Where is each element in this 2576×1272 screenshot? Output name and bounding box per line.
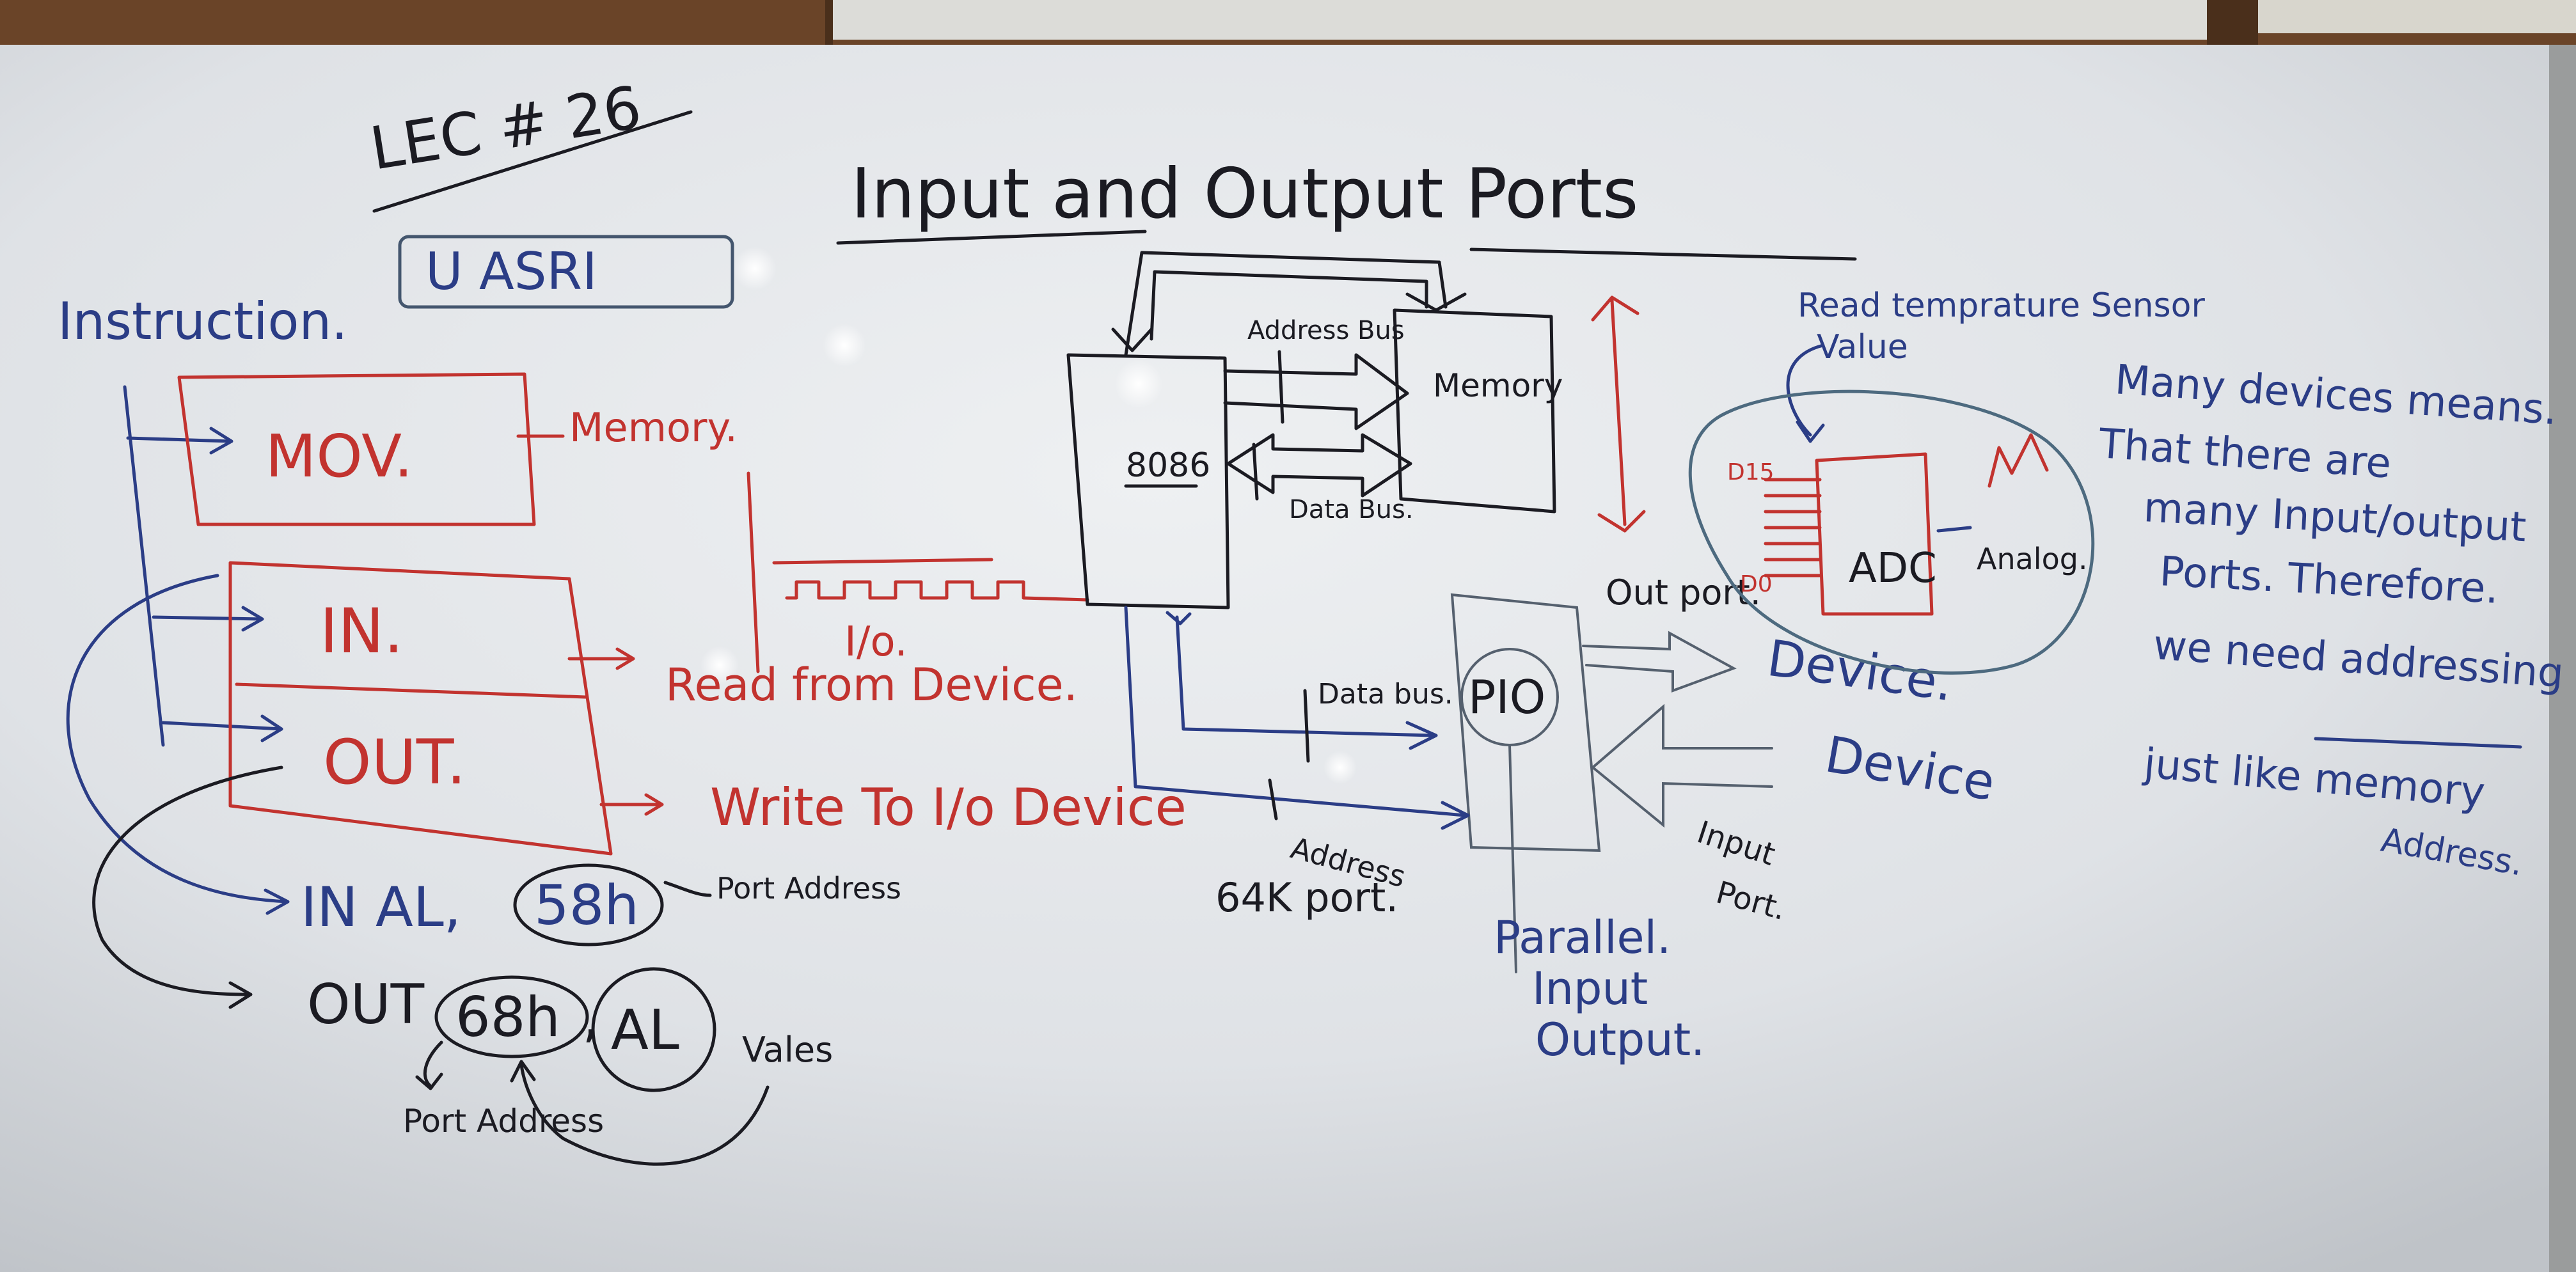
svg-text:Memory.: Memory.: [569, 404, 738, 451]
svg-text:D0: D0: [1740, 571, 1773, 597]
instruction-heading: Instruction.: [58, 292, 348, 351]
instruction-in-out: IN. OUT.: [228, 561, 613, 856]
svg-text:Value: Value: [1817, 328, 1908, 366]
out-description: Write To I/o Device: [710, 778, 1187, 837]
example-in-instruction: IN AL, 58h Port Address: [301, 863, 901, 946]
svg-text:U ASRI: U ASRI: [425, 242, 597, 301]
cpu-8086-block: 8086: [1066, 353, 1230, 609]
io-waveform: I/o.: [747, 471, 1089, 673]
svg-text:Input and Output Ports: Input and Output Ports: [851, 154, 1638, 234]
svg-text:IN.: IN.: [320, 595, 404, 667]
svg-text:OUT: OUT: [307, 973, 425, 1037]
svg-text:68h: 68h: [455, 985, 560, 1049]
svg-text:D15: D15: [1727, 459, 1774, 485]
instructor-name: U ASRI: [398, 235, 734, 309]
svg-text:Output.: Output.: [1535, 1014, 1705, 1066]
svg-text:PIO: PIO: [1468, 670, 1545, 724]
sensor-adc-group: Read temprature Sensor Value ADC D15 D0 …: [1688, 287, 2205, 675]
svg-text:Vales: Vales: [742, 1030, 833, 1070]
svg-text:ADC: ADC: [1849, 545, 1937, 592]
parallel-io-label: Parallel. Input Output.: [1494, 911, 1705, 1066]
svg-text:,: ,: [582, 985, 599, 1049]
pio-data-bus-label: Data bus.: [1318, 678, 1453, 711]
address-bus-arrow: Address Bus: [1223, 316, 1409, 430]
svg-text:Memory: Memory: [1433, 367, 1563, 404]
svg-text:Port Address: Port Address: [716, 871, 901, 906]
in-description: Read from Device.: [665, 659, 1078, 711]
svg-text:I/o.: I/o.: [844, 618, 908, 666]
svg-text:Address Bus: Address Bus: [1247, 316, 1405, 345]
svg-text:Write To I/o Device: Write To I/o Device: [710, 778, 1187, 837]
memory-block: Memory: [1393, 308, 1563, 514]
svg-text:MOV.: MOV.: [265, 422, 413, 491]
svg-text:Parallel.: Parallel.: [1494, 911, 1671, 964]
svg-text:58h: 58h: [534, 874, 639, 938]
svg-text:Data Bus.: Data Bus.: [1289, 495, 1414, 524]
example-out-instruction: OUT 68h , AL Vales Port Address: [307, 967, 833, 1166]
svg-text:8086: 8086: [1126, 446, 1210, 485]
svg-text:OUT.: OUT.: [323, 726, 466, 798]
page-title: Input and Output Ports: [836, 154, 1638, 245]
svg-text:Out port.: Out port.: [1606, 572, 1761, 613]
svg-text:Port Address: Port Address: [403, 1103, 604, 1140]
instruction-mov: MOV. Memory.: [177, 372, 738, 526]
data-bus-arrow: Data Bus.: [1226, 433, 1414, 524]
port-count-label: 64K port.: [1215, 874, 1398, 921]
svg-text:AL: AL: [611, 998, 679, 1062]
svg-text:IN AL,: IN AL,: [301, 875, 461, 939]
pio-block: PIO: [1450, 593, 1601, 973]
svg-text:Analog.: Analog.: [1977, 542, 2088, 576]
svg-text:Read temprature Sensor: Read temprature Sensor: [1798, 287, 2205, 325]
svg-text:Input: Input: [1532, 962, 1648, 1015]
light-glare: [700, 247, 1357, 784]
